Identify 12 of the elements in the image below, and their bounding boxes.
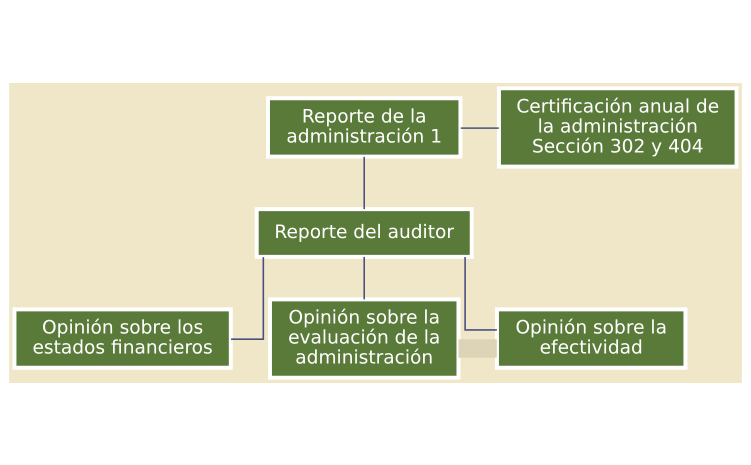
connector <box>464 256 497 330</box>
node-box: Opinión sobre la evaluación de la administración <box>268 296 460 380</box>
node-box: Certificación anual de la administración Sección 302 y 404 <box>496 86 739 168</box>
connector <box>363 256 366 299</box>
node-box: Opinión sobre los estados financieros <box>12 306 233 370</box>
connector <box>460 126 499 128</box>
connector <box>231 256 264 340</box>
connector <box>363 156 366 209</box>
node-box: Reporte de la administración 1 <box>266 96 462 158</box>
connector <box>458 338 497 358</box>
node-box: Opinión sobre la efectividad <box>494 306 688 370</box>
node-box: Reporte del auditor <box>254 206 474 258</box>
